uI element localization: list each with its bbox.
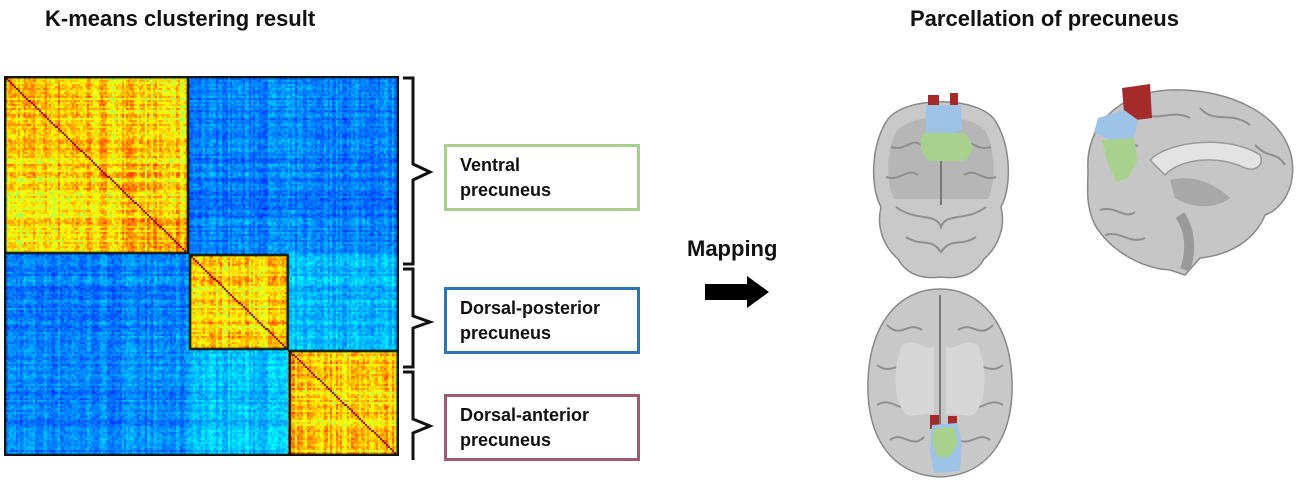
- ventral-label-line2: precuneus: [460, 180, 552, 200]
- brace-dorsal-posterior: [403, 267, 435, 369]
- sagittal-ventral-region: [1102, 138, 1138, 182]
- coronal-dorsal-anterior-region: [928, 95, 939, 109]
- ventral-precuneus-label: Ventral precuneus: [444, 144, 640, 211]
- parcellation-title: Parcellation of precuneus: [910, 6, 1179, 31]
- brace-ventral: [403, 76, 434, 266]
- dorsal-posterior-label-line1: Dorsal-posterior: [460, 298, 601, 318]
- coronal-brain-slice: [866, 87, 1016, 282]
- dorsal-posterior-label-line2: precuneus: [460, 323, 552, 343]
- ventral-label-line1: Ventral: [460, 155, 521, 175]
- dorsal-posterior-precuneus-label: Dorsal-posterior precuneus: [444, 287, 640, 354]
- dorsal-anterior-label-line1: Dorsal-anterior: [460, 405, 590, 425]
- brace-dorsal-anterior: [403, 370, 434, 460]
- mapping-arrow-icon: [705, 276, 769, 308]
- dorsal-anterior-label-line2: precuneus: [460, 430, 552, 450]
- sagittal-brain-slice: [1080, 80, 1296, 280]
- clustering-title: K-means clustering result: [45, 6, 316, 31]
- cluster-braces: [403, 76, 435, 460]
- sagittal-dorsal-posterior-region: [1094, 110, 1138, 140]
- axial-ventral-region: [932, 427, 958, 457]
- similarity-matrix-heatmap: [4, 76, 399, 456]
- coronal-dorsal-anterior-region-right: [950, 93, 958, 105]
- mapping-label: Mapping: [687, 236, 778, 261]
- axial-dorsal-anterior-region-left: [930, 415, 939, 429]
- axial-dorsal-anterior-region-right: [948, 416, 957, 429]
- sagittal-dorsal-anterior-region: [1122, 84, 1152, 120]
- coronal-dorsal-posterior-region: [926, 105, 962, 133]
- coronal-ventral-region: [920, 133, 973, 161]
- axial-brain-slice: [862, 285, 1018, 481]
- dorsal-anterior-precuneus-label: Dorsal-anterior precuneus: [444, 394, 640, 461]
